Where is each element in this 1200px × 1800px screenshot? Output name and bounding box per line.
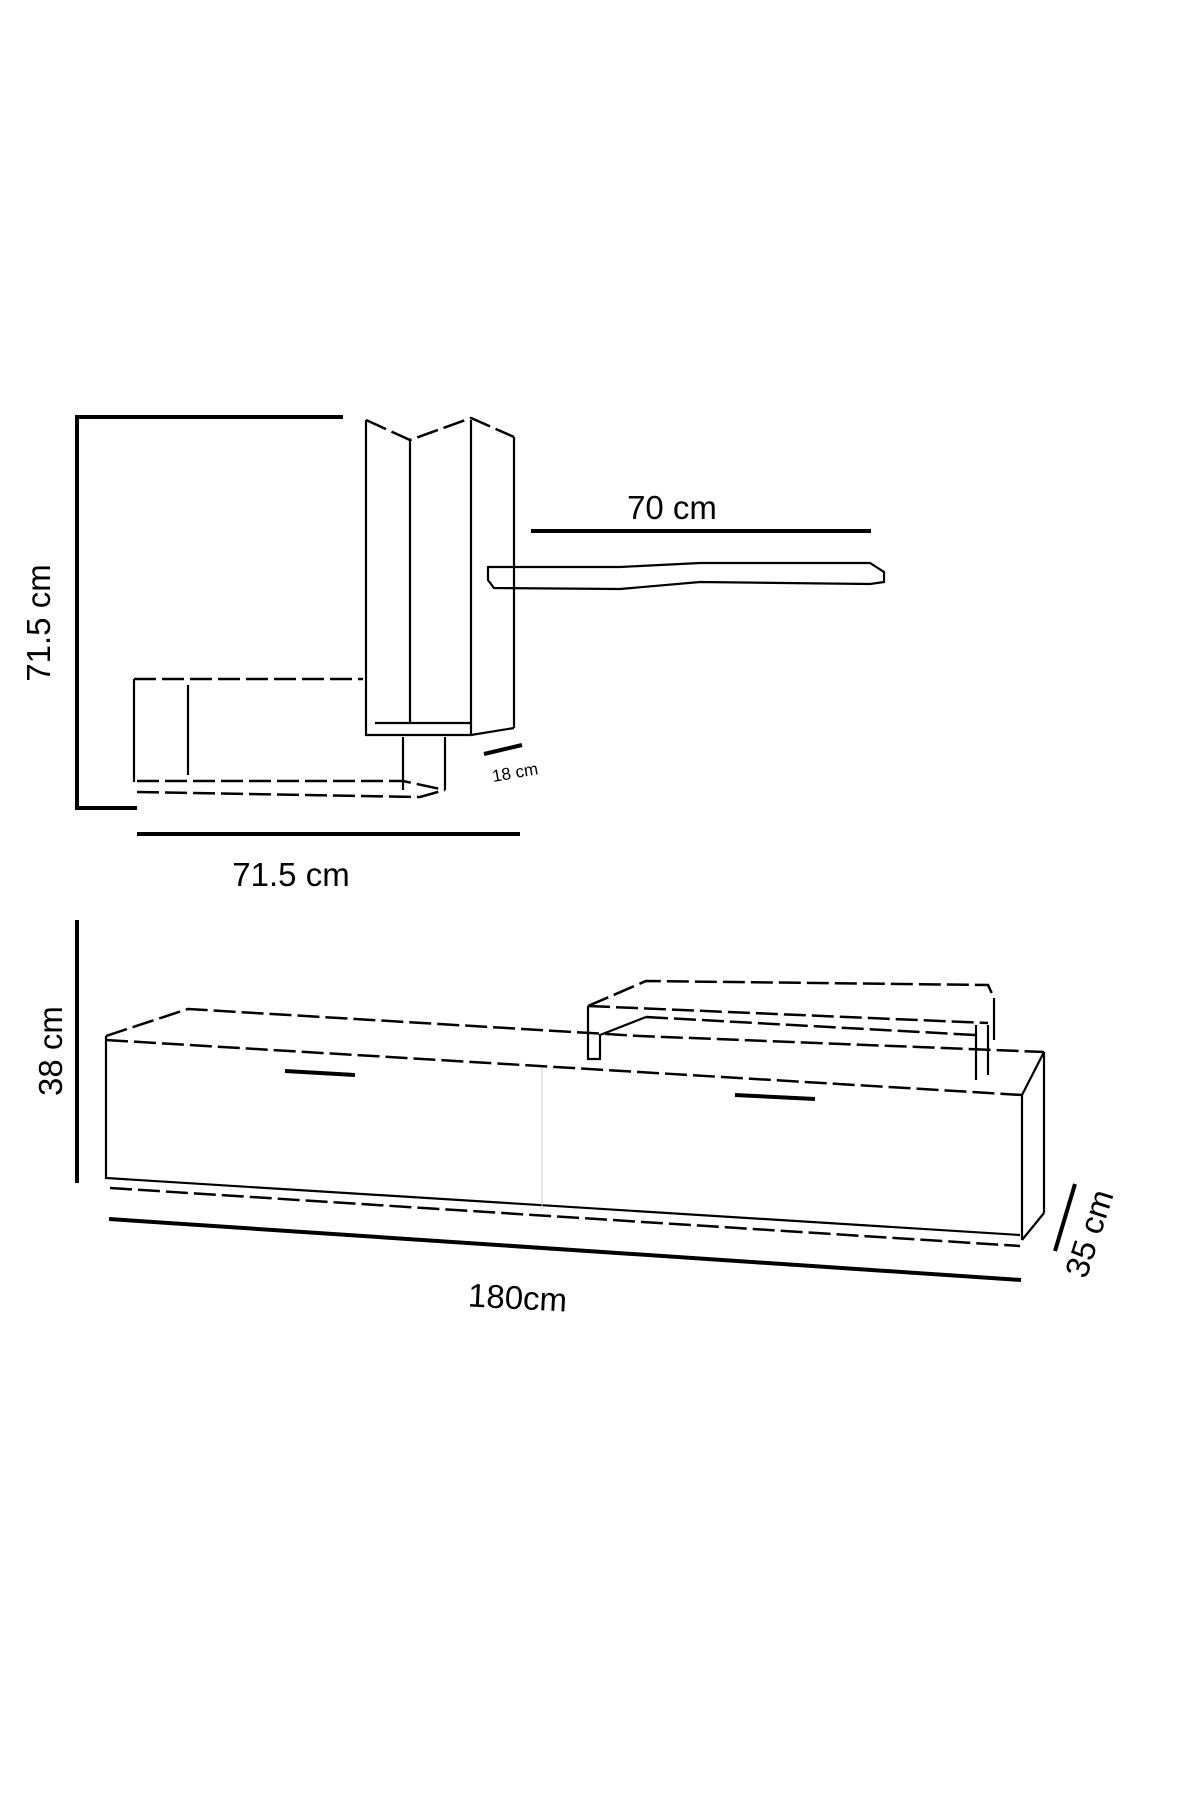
right-drawer-handle — [734, 1093, 816, 1101]
tv-stand-depth-dimension-line — [1053, 1183, 1077, 1252]
shelf-width-label: 70 cm — [627, 489, 717, 526]
floating-shelf — [486, 561, 886, 591]
wall-unit-height-label: 71.5 cm — [20, 564, 57, 681]
tv-stand-drawing: 38 cm 180cm 35 cm — [32, 920, 1121, 1319]
wall-unit-width-label: 71.5 cm — [232, 856, 349, 893]
low-box — [132, 677, 447, 799]
wall-unit-height-dimension-line — [75, 415, 343, 810]
tv-stand-depth-label: 35 cm — [1058, 1185, 1121, 1282]
tv-stand-width-dimension-line — [108, 1217, 1022, 1282]
wall-unit-depth-label: 18 cm — [491, 759, 540, 786]
tv-stand-cabinet — [104, 1007, 1046, 1248]
wall-unit-depth-dimension-line — [483, 743, 523, 756]
left-drawer-handle — [284, 1069, 356, 1077]
tv-stand-riser — [586, 979, 996, 1080]
wall-unit-drawing: 71.5 cm 71.5 cm 70 cm — [20, 415, 886, 893]
tv-stand-height-label: 38 cm — [32, 1006, 69, 1096]
tv-stand-width-label: 180cm — [467, 1276, 568, 1318]
tall-cabinet — [364, 416, 516, 737]
